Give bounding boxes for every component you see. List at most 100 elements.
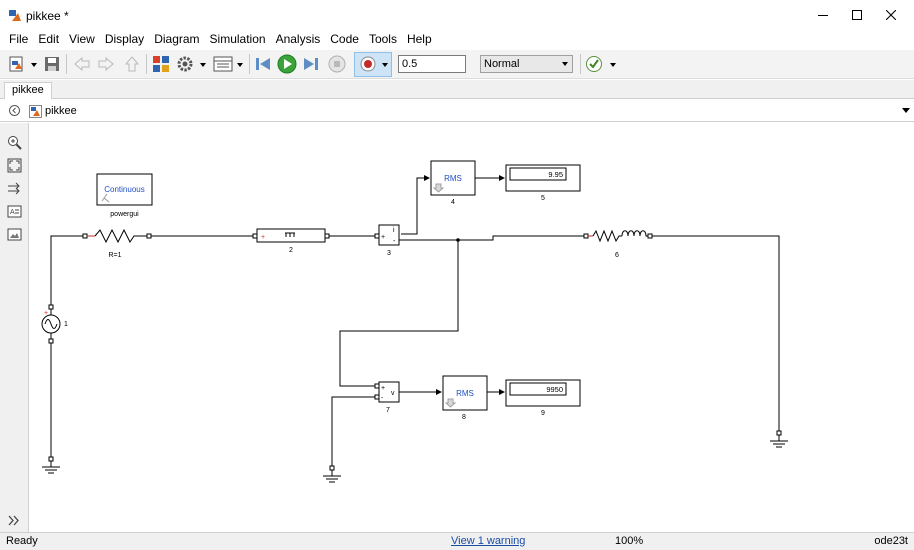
- junction-dot: [456, 238, 460, 242]
- simulation-mode-value: Normal: [484, 58, 520, 70]
- model-advisor-button[interactable]: [583, 53, 619, 75]
- save-icon: [45, 57, 59, 71]
- svg-text:-: -: [381, 395, 384, 402]
- svg-text:+: +: [381, 234, 385, 241]
- ac-source-block[interactable]: + 1: [41, 304, 68, 344]
- display-top-block[interactable]: 9.95 5: [505, 164, 581, 202]
- library-browser-button[interactable]: [150, 53, 172, 75]
- svg-text:+: +: [44, 310, 48, 317]
- menu-edit[interactable]: Edit: [38, 32, 60, 46]
- rms-bottom-block[interactable]: RMS 8: [442, 375, 488, 421]
- resistor-block[interactable]: R=1: [82, 228, 152, 259]
- arrow-up-icon: [125, 56, 139, 72]
- simulation-mode-select[interactable]: Normal: [480, 55, 573, 73]
- image-icon[interactable]: [7, 227, 22, 242]
- fit-to-view-icon[interactable]: [7, 158, 22, 173]
- up-button[interactable]: [122, 53, 142, 75]
- display-bottom-label: 9: [541, 410, 545, 417]
- menu-display[interactable]: Display: [104, 32, 145, 46]
- arrow-right-icon: [98, 57, 114, 71]
- view-warnings-link[interactable]: View 1 warning: [451, 535, 526, 547]
- menu-diagram[interactable]: Diagram: [154, 32, 200, 46]
- menu-analysis[interactable]: Analysis: [275, 32, 321, 46]
- step-back-button[interactable]: [252, 53, 274, 75]
- menu-view[interactable]: View: [69, 32, 95, 46]
- close-button[interactable]: [868, 0, 914, 30]
- record-button[interactable]: [356, 53, 392, 75]
- arrow-left-icon: [74, 57, 90, 71]
- breadcrumb[interactable]: pikkee: [29, 103, 77, 119]
- powergui-label: powergui: [110, 211, 139, 218]
- step-forward-icon: [304, 58, 318, 70]
- voltage-port-label: v: [391, 390, 395, 397]
- breaker-label: 2: [289, 247, 293, 254]
- solver-name[interactable]: ode23t: [874, 535, 908, 547]
- rms-top-block[interactable]: RMS 4: [430, 160, 476, 206]
- annotation-icon[interactable]: A: [7, 204, 22, 219]
- simulink-app-icon: [9, 10, 21, 21]
- stop-time-input[interactable]: [398, 55, 466, 73]
- stop-button[interactable]: [326, 53, 348, 75]
- svg-text:+: +: [261, 234, 265, 241]
- forward-button[interactable]: [96, 53, 116, 75]
- signal-lines: [399, 175, 505, 395]
- model-canvas[interactable]: Continuous powergui R=1 + 2: [30, 123, 914, 532]
- minimize-icon: [818, 15, 828, 16]
- breaker-block[interactable]: + 2: [252, 228, 330, 254]
- display-top-value: 9.95: [548, 170, 563, 179]
- check-icon: [586, 56, 616, 72]
- ground-symbol[interactable]: [323, 465, 341, 483]
- step-back-icon: [256, 58, 270, 70]
- menu-file[interactable]: File: [9, 32, 29, 46]
- tab-pikkee[interactable]: pikkee: [4, 82, 52, 99]
- explorer-icon: [213, 56, 243, 72]
- breadcrumb-menu-icon[interactable]: [902, 108, 910, 113]
- minimize-button[interactable]: [800, 0, 846, 30]
- status-ready: Ready: [6, 535, 38, 547]
- window-title: pikkee *: [26, 9, 69, 23]
- record-icon: [360, 56, 388, 72]
- rl-branch-block[interactable]: 6: [583, 229, 653, 259]
- svg-text:+: +: [381, 385, 385, 392]
- menu-help[interactable]: Help: [406, 32, 432, 46]
- hide-arrows-icon[interactable]: [7, 181, 22, 196]
- current-port-label: i: [393, 227, 395, 234]
- expand-palette-icon[interactable]: [7, 513, 22, 528]
- ground-symbol[interactable]: [42, 456, 60, 474]
- toolbar: Normal: [0, 50, 914, 79]
- display-bottom-block[interactable]: 9950 9: [505, 379, 581, 417]
- model-settings-button[interactable]: [175, 53, 209, 75]
- current-measurement-block[interactable]: + i - 3: [374, 224, 400, 257]
- new-model-button[interactable]: [6, 53, 40, 75]
- voltage-measurement-block[interactable]: + - v 7: [374, 381, 400, 414]
- stop-icon: [328, 55, 346, 73]
- zoom-level: 100%: [615, 535, 644, 547]
- ground-symbol[interactable]: [770, 430, 788, 448]
- menu-bar: File Edit View Display Diagram Simulatio…: [0, 30, 914, 49]
- chevron-down-icon: [562, 62, 568, 66]
- new-model-icon: [9, 56, 37, 72]
- title-bar: pikkee *: [0, 0, 914, 30]
- left-palette: A: [0, 123, 29, 532]
- run-button[interactable]: [276, 53, 298, 75]
- rl-branch-label: 6: [615, 252, 619, 259]
- status-bar: Ready View 1 warning 100% ode23t: [0, 532, 914, 550]
- back-button[interactable]: [72, 53, 92, 75]
- menu-code[interactable]: Code: [330, 32, 359, 46]
- maximize-button[interactable]: [834, 0, 880, 30]
- maximize-icon: [852, 10, 862, 20]
- menu-tools[interactable]: Tools: [368, 32, 397, 46]
- step-forward-button[interactable]: [300, 53, 322, 75]
- display-bottom-value: 9950: [546, 385, 563, 394]
- rms-bottom-label: 8: [462, 414, 466, 421]
- menu-simulation[interactable]: Simulation: [209, 32, 266, 46]
- save-button[interactable]: [42, 53, 62, 75]
- rms-top-text: RMS: [444, 174, 462, 183]
- svg-text:-: -: [393, 238, 396, 245]
- current-measurement-label: 3: [387, 250, 391, 257]
- zoom-icon[interactable]: [7, 135, 22, 150]
- model-explorer-button[interactable]: [212, 53, 246, 75]
- block-diagram: Continuous powergui R=1 + 2: [41, 160, 788, 483]
- powergui-block[interactable]: Continuous powergui: [96, 173, 153, 218]
- hide-explorer-bar-icon[interactable]: [9, 105, 20, 116]
